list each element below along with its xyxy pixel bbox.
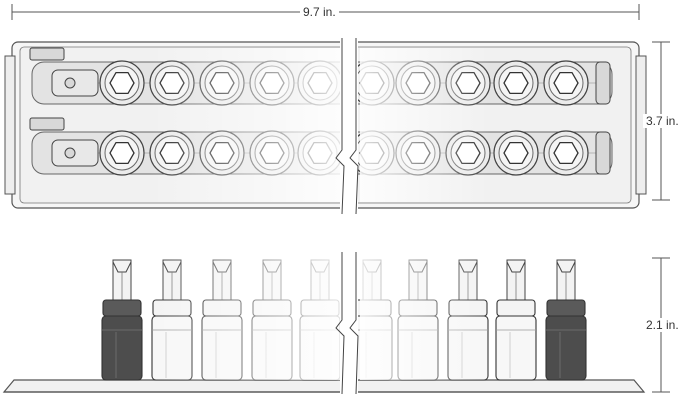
socket-top-view bbox=[493, 60, 539, 106]
tray-base-side bbox=[2, 379, 646, 393]
socket-top-view bbox=[543, 60, 589, 106]
socket-side-view bbox=[545, 259, 587, 381]
socket-top-view bbox=[543, 130, 589, 176]
side-view bbox=[2, 252, 646, 395]
socket-top-view bbox=[99, 60, 145, 106]
tray-end-left bbox=[4, 55, 16, 195]
break-line-left-side bbox=[335, 252, 345, 395]
socket-top-view bbox=[99, 130, 145, 176]
break-gap-side bbox=[340, 252, 358, 394]
socket-side-view bbox=[101, 259, 143, 381]
fade-right-side bbox=[360, 255, 490, 380]
rail-end-clip-left bbox=[29, 47, 99, 167]
length-label: 9.7 in. bbox=[300, 5, 339, 19]
height-label: 2.1 in. bbox=[643, 318, 679, 332]
fade-right bbox=[360, 48, 490, 202]
socket-side-view bbox=[495, 259, 537, 381]
fade-left bbox=[150, 48, 340, 202]
width-label: 3.7 in. bbox=[643, 114, 679, 128]
rail-end-clip-right bbox=[595, 61, 611, 175]
break-line-right-top bbox=[349, 38, 359, 215]
socket-top-view bbox=[493, 130, 539, 176]
top-view bbox=[4, 38, 647, 215]
break-line-left-top bbox=[335, 38, 345, 215]
break-line-right-side bbox=[349, 252, 359, 395]
fade-left-side bbox=[150, 255, 340, 380]
break-gap-top bbox=[340, 38, 358, 214]
